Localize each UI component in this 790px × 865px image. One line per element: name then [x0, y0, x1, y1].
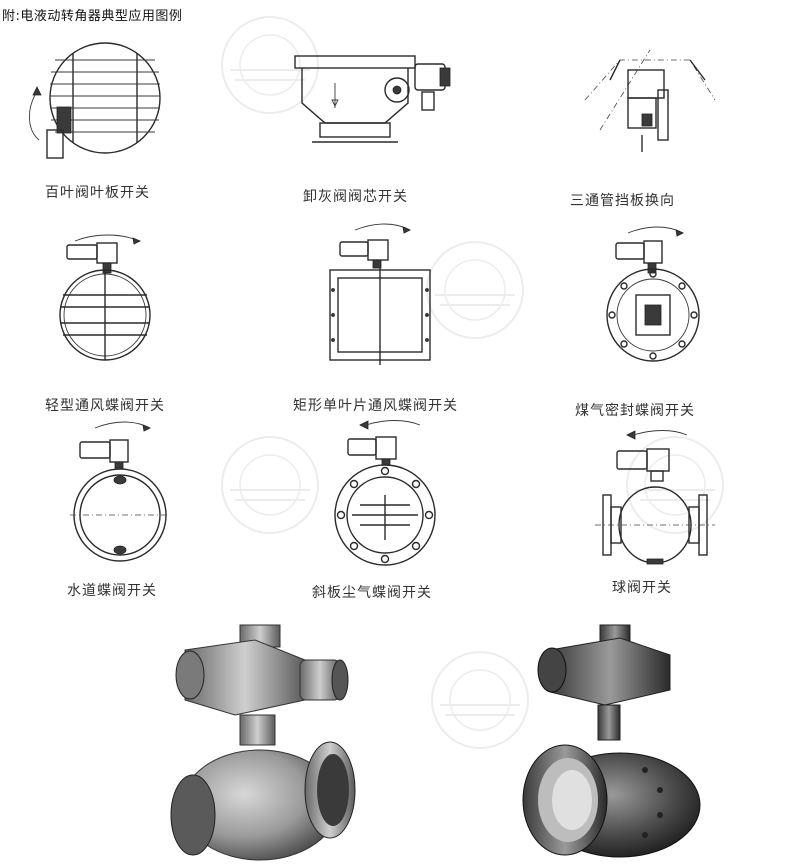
figure-caption: 三通管挡板换向 — [570, 193, 675, 209]
figure-caption: 水道蝶阀开关 — [67, 583, 157, 599]
figure-caption: 百叶阀叶板开关 — [45, 185, 150, 201]
gas-butterfly-valve-drawing — [606, 226, 700, 362]
figure-caption: 球阀开关 — [612, 580, 672, 596]
figure-caption: 斜板尘气蝶阀开关 — [312, 585, 432, 601]
figure-caption: 卸灰阀阀芯开关 — [303, 189, 408, 205]
discharge-valve-drawing — [294, 55, 451, 143]
figure-caption: 轻型通风蝶阀开关 — [45, 398, 165, 414]
watermark-seal-icon — [426, 241, 524, 339]
louver-valve-drawing — [29, 42, 161, 159]
rectangular-damper-drawing — [329, 223, 431, 365]
tee-diverter-drawing — [584, 49, 716, 152]
light-butterfly-valve-drawing — [59, 234, 151, 361]
ball-valve-photo-left — [170, 624, 356, 861]
waterway-butterfly-valve-drawing — [70, 421, 170, 562]
page-title: 附:电液动转角器典型应用图例 — [2, 9, 183, 24]
watermark-seal-icon — [221, 436, 319, 534]
ball-valve-photo-right — [522, 624, 701, 858]
figure-caption: 煤气密封蝶阀开关 — [575, 403, 695, 419]
dust-gas-butterfly-valve-drawing — [334, 420, 436, 566]
ball-valve-drawing — [595, 430, 715, 565]
figure-caption: 矩形单叶片通风蝶阀开关 — [293, 398, 458, 414]
